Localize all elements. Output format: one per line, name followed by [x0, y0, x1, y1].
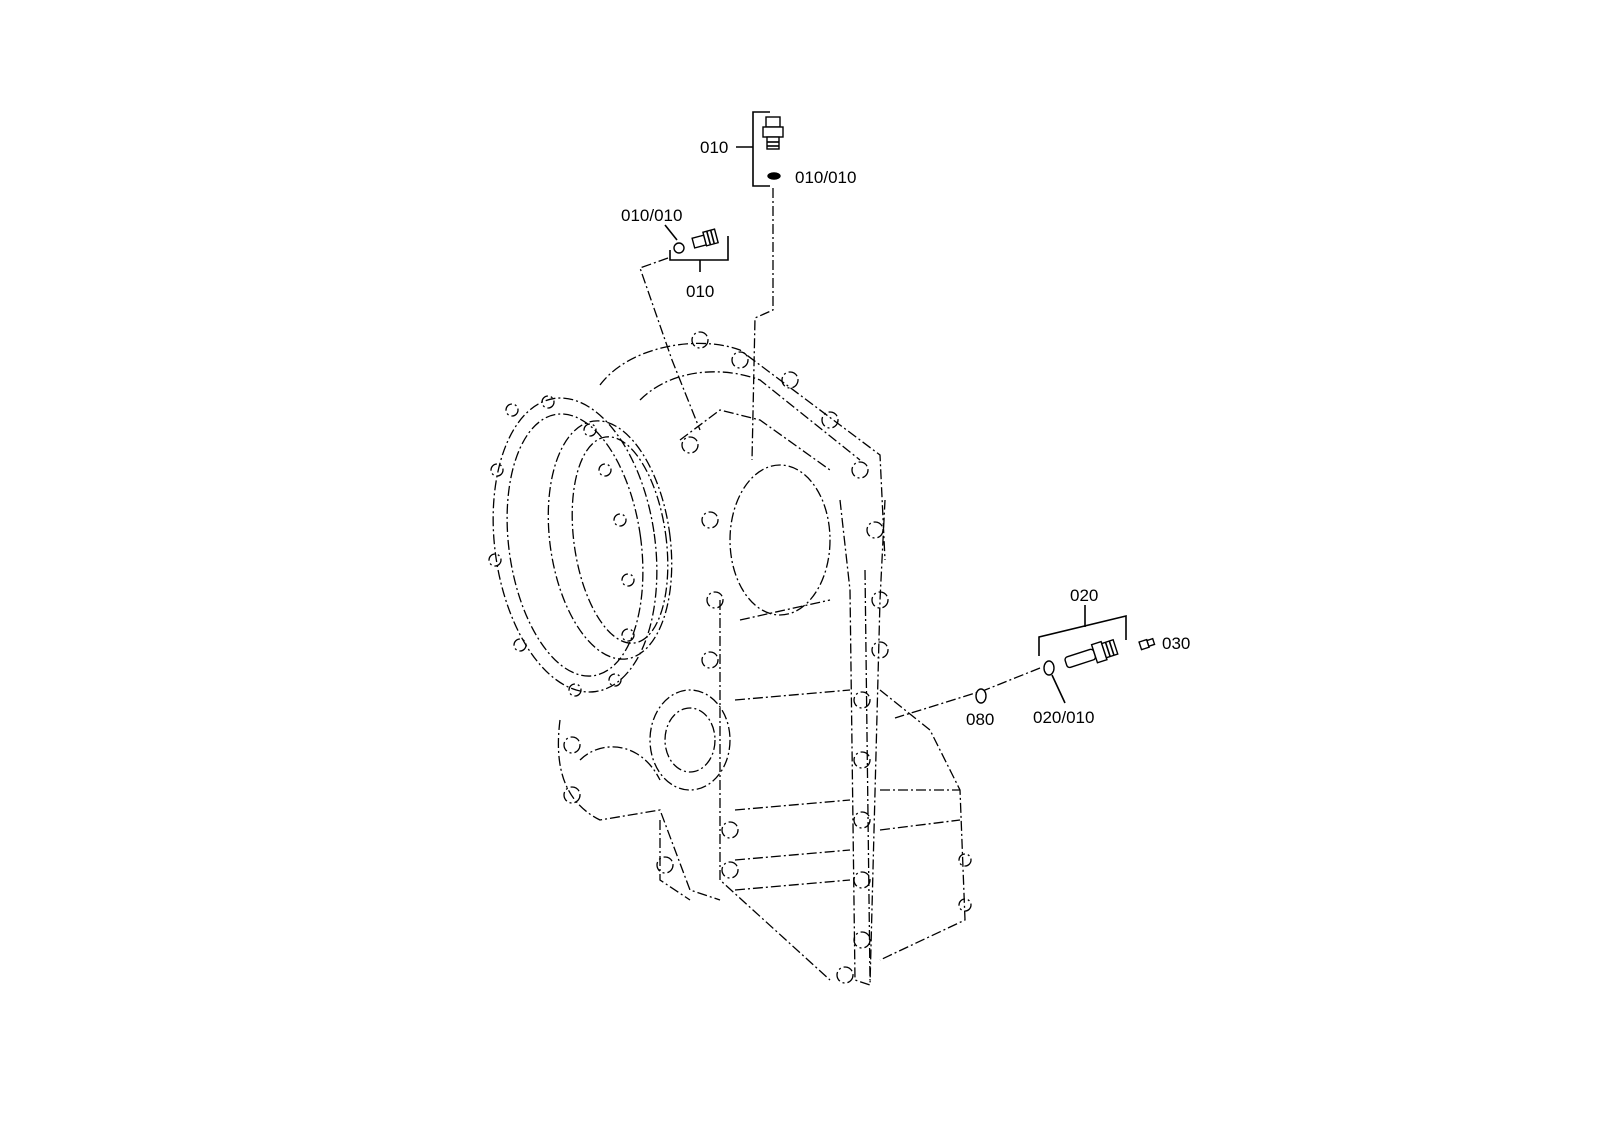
callout-right-020: 020 [1070, 586, 1098, 605]
bolt-bosses [488, 331, 972, 984]
callout-top-010-010: 010/010 [795, 168, 856, 187]
callout-left-010: 010 [686, 282, 714, 301]
fitting-part-icon [1064, 638, 1119, 669]
callout-right-020-010: 020/010 [1033, 708, 1094, 727]
top-part-group-010: 010 010/010 [700, 111, 856, 187]
screw-part-icon [1138, 637, 1156, 651]
callout-left-010-010: 010/010 [621, 206, 682, 225]
plug-part-icon [691, 228, 720, 249]
seal-ring-icon [767, 172, 781, 180]
callout-top-010: 010 [700, 138, 728, 157]
plug-080-icon [975, 688, 987, 704]
o-ring-icon [1043, 660, 1055, 676]
transmission-housing [488, 331, 972, 986]
right-part-group-020: 020 030 080 020/010 [966, 586, 1190, 729]
sensor-part-icon [762, 116, 784, 150]
assembly-leader-lines [639, 188, 1041, 719]
callout-right-080: 080 [966, 710, 994, 729]
o-ring-icon [673, 242, 685, 254]
left-part-group-010: 010/010 010 [621, 206, 729, 301]
callout-right-030: 030 [1162, 634, 1190, 653]
